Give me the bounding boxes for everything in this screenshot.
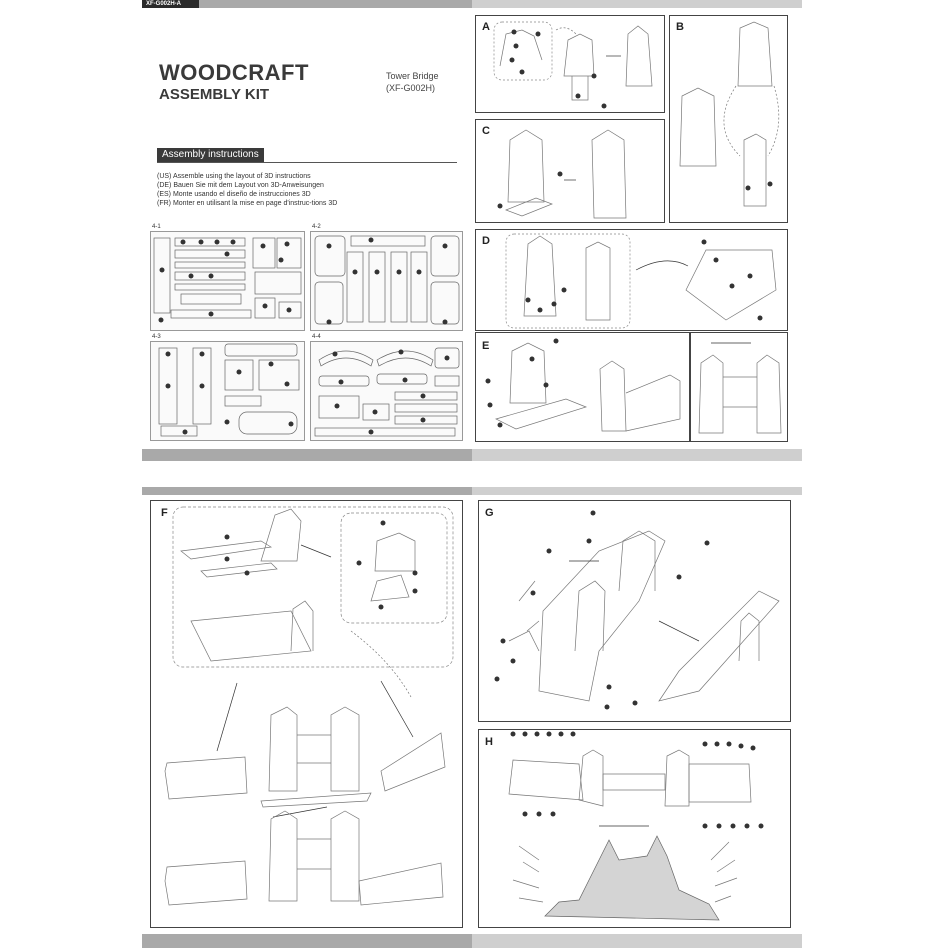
parts-sheet-4-4 — [310, 341, 463, 441]
model-code: (XF-G002H) — [386, 83, 436, 93]
step-h-drawing — [508, 731, 764, 921]
instruction-us: (US) Assemble using the layout of 3D ins… — [157, 173, 311, 180]
section-heading: Assembly instructions — [157, 148, 264, 162]
parts-sheet-4-3 — [150, 341, 305, 441]
sheet-label-4-2: 4-2 — [312, 224, 321, 230]
parts-sheet-4-2-drawing — [314, 235, 460, 325]
parts-sheet-4-4-drawing — [314, 347, 460, 437]
page1-bottom-bar-right — [472, 449, 802, 461]
instruction-es: (ES) Monte usando el diseño de instrucci… — [157, 191, 311, 198]
step-e-letter: E — [482, 340, 490, 352]
step-e-drawing — [485, 338, 681, 432]
page1-bottom-bar-left — [142, 449, 472, 461]
step-b-panel: B — [669, 15, 788, 223]
step-g-drawing — [494, 510, 780, 710]
step-c-drawing — [497, 129, 627, 219]
kit-title: WOODCRAFT — [159, 60, 309, 85]
step-f-drawing — [164, 506, 454, 906]
step-a-drawing — [493, 21, 653, 109]
step-d-drawing — [505, 233, 777, 329]
step-d-panel: D — [475, 229, 788, 331]
step-g-panel: G — [478, 500, 791, 722]
model-name: Tower Bridge — [386, 71, 439, 81]
step-e-panel: E — [475, 332, 690, 442]
kit-subtitle: ASSEMBLY KIT — [159, 86, 270, 103]
step-e-result-drawing — [698, 342, 782, 434]
top-bar-left — [142, 0, 472, 8]
step-a-panel: A — [475, 15, 665, 113]
step-g-letter: G — [485, 507, 494, 519]
sheet-label-4-3: 4-3 — [152, 334, 161, 340]
step-f-panel: F — [150, 500, 463, 928]
step-b-letter: B — [676, 21, 684, 33]
model-info: Tower Bridge (XF-G002H) — [386, 70, 439, 94]
sheet-label-4-1: 4-1 — [152, 224, 161, 230]
section-header: Assembly instructions — [157, 148, 457, 163]
step-e-result-panel — [690, 332, 788, 442]
instruction-fr: (FR) Monter en utilisant la mise en page… — [157, 200, 338, 207]
page2-top-bar-left — [142, 487, 472, 495]
parts-sheet-4-1-drawing — [153, 237, 302, 323]
top-bar-right — [472, 0, 802, 8]
instruction-de: (DE) Bauen Sie mit dem Layout von 3D-Anw… — [157, 182, 324, 189]
page2-top-bar-right — [472, 487, 802, 495]
step-b-drawing — [679, 21, 780, 207]
parts-sheet-4-2 — [310, 231, 463, 331]
section-rule — [157, 162, 457, 163]
step-a-letter: A — [482, 21, 490, 33]
instructions-list: (US) Assemble using the layout of 3D ins… — [157, 172, 337, 208]
page2-bottom-bar-left — [142, 934, 472, 948]
step-h-letter: H — [485, 736, 493, 748]
parts-sheet-4-1 — [150, 231, 305, 331]
step-h-panel: H — [478, 729, 791, 928]
page2-bottom-bar-right — [472, 934, 802, 948]
step-f-letter: F — [161, 507, 168, 519]
step-c-letter: C — [482, 125, 490, 137]
parts-sheet-4-3-drawing — [158, 343, 300, 437]
sheet-label-4-4: 4-4 — [312, 334, 321, 340]
step-d-letter: D — [482, 235, 490, 247]
step-c-panel: C — [475, 119, 665, 223]
product-code: XF-G002H-A — [142, 0, 199, 8]
